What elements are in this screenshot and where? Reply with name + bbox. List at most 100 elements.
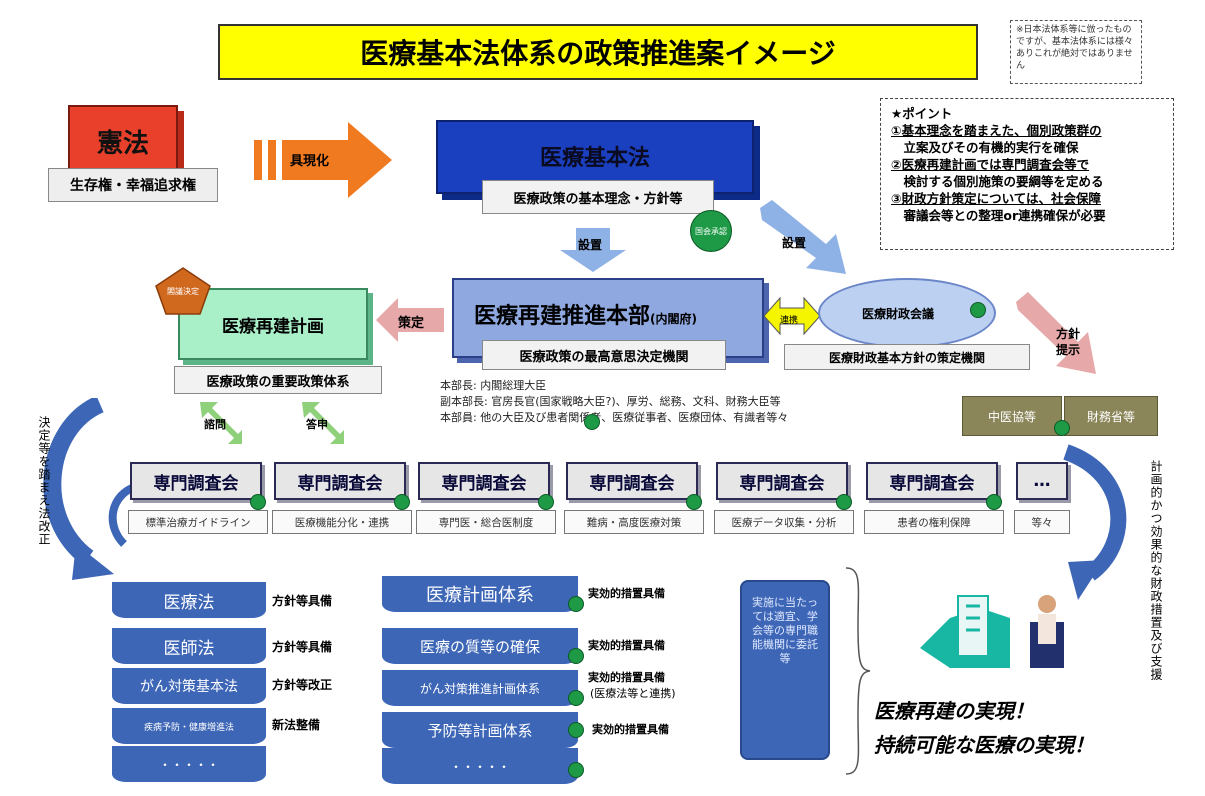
setchi-arrow-down [560,228,626,272]
houshin-label: 方針提示 [1056,327,1081,357]
committee-topic-6: 患者の権利保障 [864,510,1004,534]
realize-line-2: 持続可能な医療の実現！ [874,733,1094,757]
right-brace [845,567,871,775]
committee-topic-1: 標準治療ガイドライン [128,510,268,534]
measure-dot-1 [568,596,584,612]
honbu-label: 医療再建推進本部 [474,304,651,329]
law-banner-2: 医師法 [112,628,266,664]
chuikyo-box: 中医協等 [962,396,1062,436]
pentagon-badge-shape [155,267,211,315]
measure-dot-2 [568,648,584,664]
committee-dot-1 [250,494,266,510]
sakutei-arrow [376,298,444,342]
measure-note-4: 実効的措置具備 [592,723,669,736]
measure-note-3b: (医療法等と連携) [590,687,676,700]
zaisei-oval: 医療財政会議 [818,278,996,348]
members-line-2: 副本部長: 官房長官(国家戦略大臣?)、厚労、総務、文科、財務大臣等 [440,395,781,408]
law-note-4: 新法整備 [272,718,321,732]
committee-topic-5: 医療データ収集・分析 [714,510,854,534]
gutaika-arrow [254,122,392,198]
committee-more: … [1016,462,1068,500]
houshin-arrow [1016,292,1096,374]
committee-1: 専門調査会 [130,462,262,500]
measure-dot-3 [568,690,584,706]
zaimusho-box: 財務省等 [1064,396,1158,436]
realize-text: 医療再建の実現！ 持続可能な医療の実現！ [874,694,1194,762]
kakugi-badge: 閣議決定 [167,287,199,296]
kihonho-subtitle: 医療政策の基本理念・方針等 [482,180,714,214]
keikaku-box: 医療再建計画 [178,288,368,360]
law-banner-5: ・・・・・ [112,746,266,782]
renkei-arrow [764,296,820,336]
committee-4: 専門調査会 [566,462,698,500]
measure-banner-5: ・・・・・ [382,748,578,784]
shimon-label-1: 諮問 [204,418,226,431]
points-line-1: ①基本理念を踏まえた、個別政策群の [891,123,1102,138]
kenpo-subtitle: 生存権・幸福追求権 [48,168,218,202]
committee-2: 専門調査会 [274,462,406,500]
honbu-members: 本部長: 内閣総理大臣 副本部長: 官房長官(国家戦略大臣?)、厚労、総務、文科… [440,378,920,426]
committee-5: 専門調査会 [716,462,848,500]
sakutei-label: 策定 [398,316,425,331]
left-curve-arrow [43,398,134,580]
honbu-suffix: (内閣府) [650,312,697,326]
points-line-2: 立案及びその有機的実行を確保 [891,140,1079,155]
shimon-arrow-2 [302,402,344,444]
law-banner-3: がん対策基本法 [112,668,266,704]
law-banner-4: 疾病予防・健康増進法 [112,708,266,744]
members-dot [584,414,600,430]
law-banner-1: 医療法 [112,582,266,618]
points-line-6: 審議会等との整理or連携確保が必要 [891,208,1106,223]
keikaku-subtitle: 医療政策の重要政策体系 [174,366,382,394]
zaisei-dot [970,302,986,318]
gutaika-label: 具現化 [290,154,330,169]
hospital-illustration [920,595,1064,668]
measure-note-3: 実効的措置具備 [588,671,665,684]
realize-line-1: 医療再建の実現！ [874,699,1034,723]
members-line-3: 本部員: 他の大臣及び患者関係者、医療従事者、医療団体、有識者等々 [440,411,789,424]
measure-banner-4: 予防等計画体系 [382,712,578,748]
renkei-label: 連携 [780,316,799,326]
honbu-subtitle: 医療政策の最高意思決定機関 [482,340,726,370]
committee-topic-2: 医療機能分化・連携 [272,510,412,534]
zaisei-subtitle: 医療財政基本方針の策定機関 [784,344,1030,370]
setchi-label-2: 設置 [782,236,807,250]
committee-3: 専門調査会 [418,462,550,500]
olive-dot [1054,420,1070,436]
points-line-3: ②医療再建計画では専門調査会等で [891,157,1090,172]
measure-note-1: 実効的措置具備 [588,587,665,600]
setchi-arrow-diagonal [760,200,846,274]
setchi-label-1: 設置 [578,238,603,252]
points-box: ★ポイント ①基本理念を踏まえた、個別政策群の 立案及びその有機的実行を確保 ②… [880,98,1174,250]
law-note-3: 方針等改正 [272,678,333,692]
shimon-label-2: 答申 [306,418,328,431]
committee-topic-4: 難病・高度医療対策 [564,510,704,534]
law-note-2: 方針等具備 [272,640,333,654]
committee-topic-more: 等々 [1014,510,1070,534]
right-curve-arrow [1063,444,1127,600]
committee-6: 専門調査会 [866,462,998,500]
committee-dot-3 [538,494,554,510]
measure-dot-5 [568,762,584,778]
implementation-scroll: 実施に当たっては適宜、学会等の専門職能機関に委託等 [740,580,830,760]
disclaimer-note: ※日本法体系等に倣ったものですが、基本法体系には様々ありこれが絶対ではありません [1010,20,1142,84]
right-vertical-text: 計画的かつ効果的な財政措置及び支援 [1149,460,1163,681]
shimon-arrow-1 [200,402,242,444]
members-line-1: 本部長: 内閣総理大臣 [440,379,547,392]
left-vertical-text: 決定等を踏まえ法改正 [37,416,51,546]
committee-dot-5 [836,494,852,510]
measure-dot-4 [568,722,584,738]
committee-topic-3: 専門医・総合医制度 [416,510,556,534]
measure-banner-2: 医療の質等の確保 [382,628,578,664]
kokkai-badge: 国会承認 [690,210,732,252]
points-header: ★ポイント [891,106,953,121]
committee-dot-2 [394,494,410,510]
law-note-1: 方針等具備 [272,594,333,608]
measure-banner-3: がん対策推進計画体系 [382,670,578,706]
kenpo-box: 憲法 [68,105,178,177]
committee-dot-4 [686,494,702,510]
committee-dot-6 [986,494,1002,510]
measure-note-2: 実効的措置具備 [588,639,665,652]
points-line-5: ③財政方針策定については、社会保障 [891,191,1101,206]
measure-banner-1: 医療計画体系 [382,576,578,612]
